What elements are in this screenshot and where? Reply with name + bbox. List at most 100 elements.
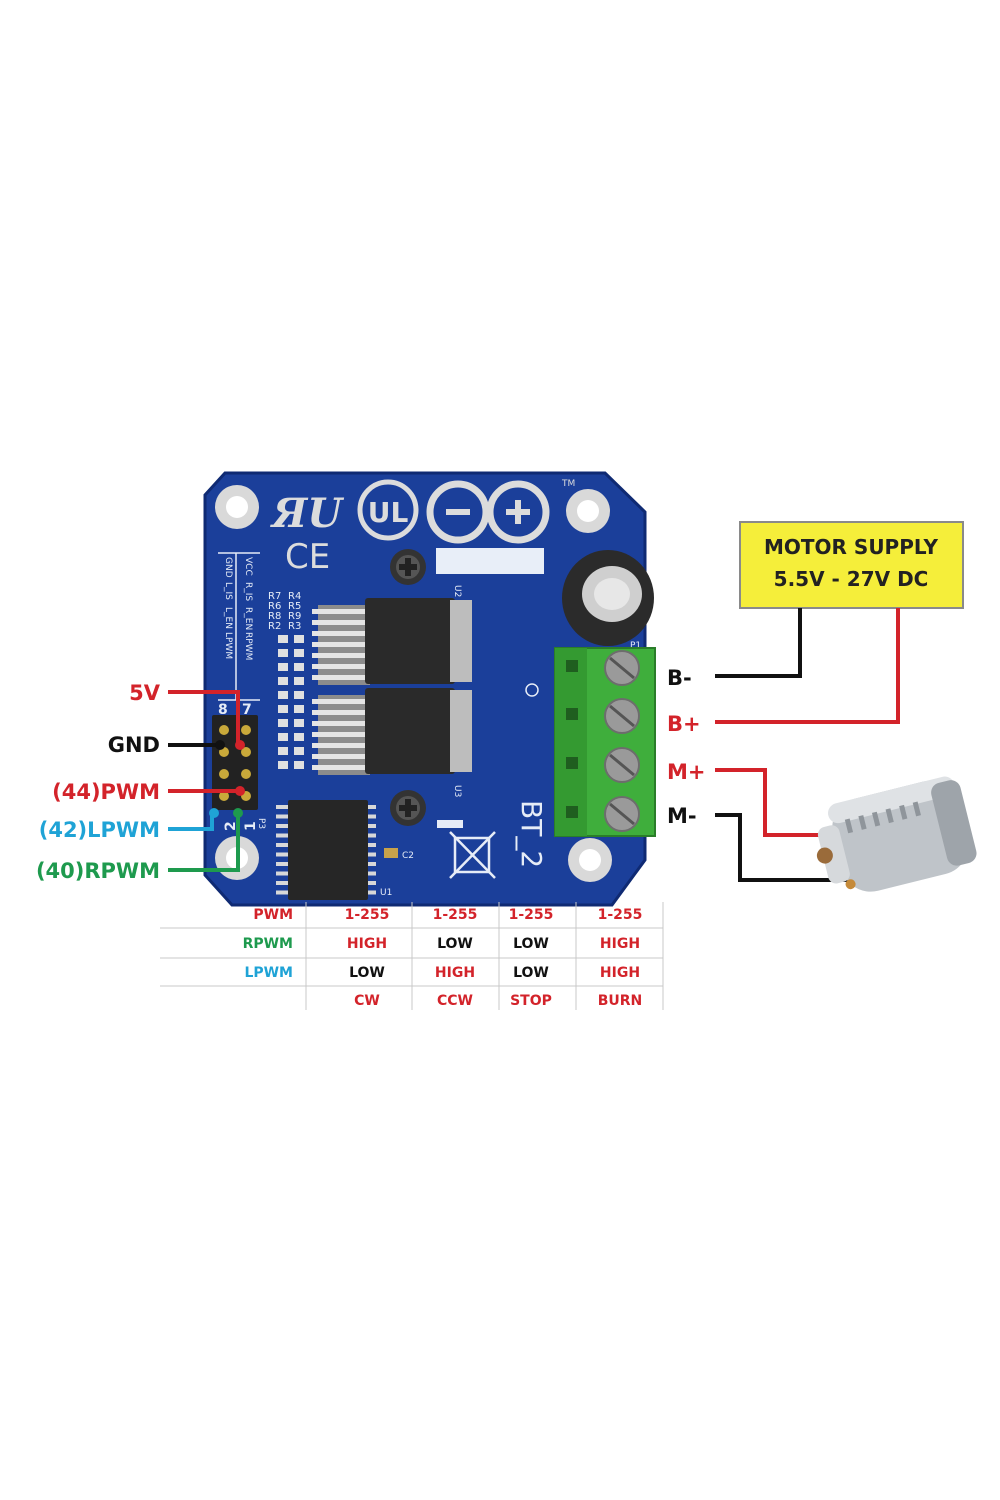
svg-text:R9: R9 [288, 611, 301, 622]
ur-logo: ЯU [270, 490, 344, 537]
chip-pin [312, 653, 368, 658]
wire-end [233, 808, 243, 818]
chip-pin [312, 642, 368, 647]
table-cell: LOW [349, 965, 385, 981]
chip-pin [312, 675, 368, 680]
header-label: LPWM [223, 632, 233, 659]
screw-slot [609, 802, 635, 826]
motor-vent [858, 815, 867, 830]
smd-resistor [294, 663, 304, 671]
svg-text:R8: R8 [268, 611, 281, 622]
board-name: BT_2 [515, 800, 548, 868]
table-row-label: PWM [253, 907, 293, 923]
screw-slot [609, 753, 635, 777]
svg-text:R4: R4 [288, 591, 301, 602]
table-cell: 1-255 [345, 907, 390, 923]
bts7960-chip-top: U2 [312, 585, 472, 685]
smd-resistor [278, 663, 288, 671]
plus-marker [525, 683, 539, 697]
header-label: R_IS [243, 582, 253, 601]
pin-number: 8 [218, 702, 228, 718]
table-cell: LOW [437, 936, 473, 952]
table-cell: LOW [513, 936, 549, 952]
motor-supply-box: MOTOR SUPPLY 5.5V - 27V DC [739, 521, 964, 609]
screw-bottom [390, 790, 426, 826]
wire-rpwm [168, 815, 240, 872]
table-cell: HIGH [435, 965, 475, 981]
ul-logo: UL [357, 479, 419, 541]
smd-resistor [278, 747, 288, 755]
motor-vent [912, 801, 921, 817]
chip-pin [312, 609, 368, 614]
pin-label-rpwm: (40)RPWM [36, 859, 160, 883]
bts7960-chip-bottom: U3 [312, 688, 472, 797]
smd-resistor [278, 733, 288, 741]
svg-text:UL: UL [368, 496, 409, 529]
smd-resistor [294, 719, 304, 727]
wire-end [215, 740, 225, 750]
screw-top [390, 549, 426, 585]
header-label: L_EN [223, 607, 233, 629]
chip-label: U2 [452, 585, 462, 597]
header-label: L_IS [223, 582, 233, 600]
smd-resistor [294, 635, 304, 643]
terminal-label: B+ [667, 712, 701, 736]
motor-vent [899, 804, 908, 820]
supply-voltage: 5.5V - 27V DC [774, 567, 929, 591]
pin-label-lpwm: (42)LPWM [39, 818, 160, 842]
chip-pin [312, 631, 368, 636]
screw-slot [609, 704, 635, 728]
chip-pin [312, 743, 368, 748]
resistor-labels: R7 R4 R6 R5 R8 R9 R2 R3 [268, 591, 301, 632]
header-label: VCC [243, 557, 253, 576]
svg-text:R6: R6 [268, 601, 281, 612]
svg-text:TM: TM [561, 479, 575, 489]
terminal-slot [566, 660, 578, 672]
chip-label: P3 [256, 818, 266, 829]
header-labels: VCC R_IS R_EN RPWM GND L_IS L_EN LPWM [223, 557, 253, 660]
table-cell: CCW [437, 993, 473, 1009]
terminal-block [554, 647, 656, 837]
smd-resistor [278, 761, 288, 769]
white-label-strip [436, 548, 544, 574]
table-row-label: LPWM [244, 965, 293, 981]
terminal-label: M+ [667, 760, 706, 784]
dc-motor-illustration [816, 776, 977, 892]
motor-vent [871, 811, 881, 827]
wire-5v [168, 690, 240, 745]
mounting-hole-tr [566, 489, 610, 533]
table-cell: 1-255 [509, 907, 554, 923]
wire-m-plus [715, 768, 822, 837]
table-cell: 1-255 [598, 907, 643, 923]
svg-text:R5: R5 [288, 601, 301, 612]
svg-text:R3: R3 [288, 621, 301, 632]
chip-label: U3 [452, 785, 462, 797]
terminal-label: B- [667, 666, 692, 690]
wire-lpwm [168, 815, 214, 831]
wire-b-minus [715, 608, 802, 678]
smd-resistor [294, 761, 304, 769]
terminal-slot [566, 757, 578, 769]
supply-title: MOTOR SUPPLY [764, 535, 939, 559]
capacitor-c2: C2 [384, 848, 414, 861]
svg-text:R7: R7 [268, 591, 281, 602]
header-label: R_EN [243, 607, 253, 630]
svg-text:ЯU: ЯU [270, 490, 344, 537]
bts7960-board: ЯU UL TM CE VCC R_IS R_EN RPWM GND L_IS … [203, 471, 656, 907]
smd-resistor [294, 747, 304, 755]
smd-resistor [294, 691, 304, 699]
chip-pin [312, 765, 368, 770]
arduino-logo: TM [426, 479, 575, 544]
wire-m-minus [715, 813, 848, 882]
smd-resistor [278, 705, 288, 713]
header-label: GND [223, 557, 233, 578]
pin-number: 7 [242, 702, 252, 718]
pin-label-gnd: GND [108, 733, 160, 757]
pin-label-pwm: (44)PWM [52, 780, 160, 804]
smd-resistor [278, 719, 288, 727]
terminal-slot [566, 806, 578, 818]
table-cell: STOP [510, 993, 552, 1009]
mounting-hole-tl [215, 485, 259, 529]
